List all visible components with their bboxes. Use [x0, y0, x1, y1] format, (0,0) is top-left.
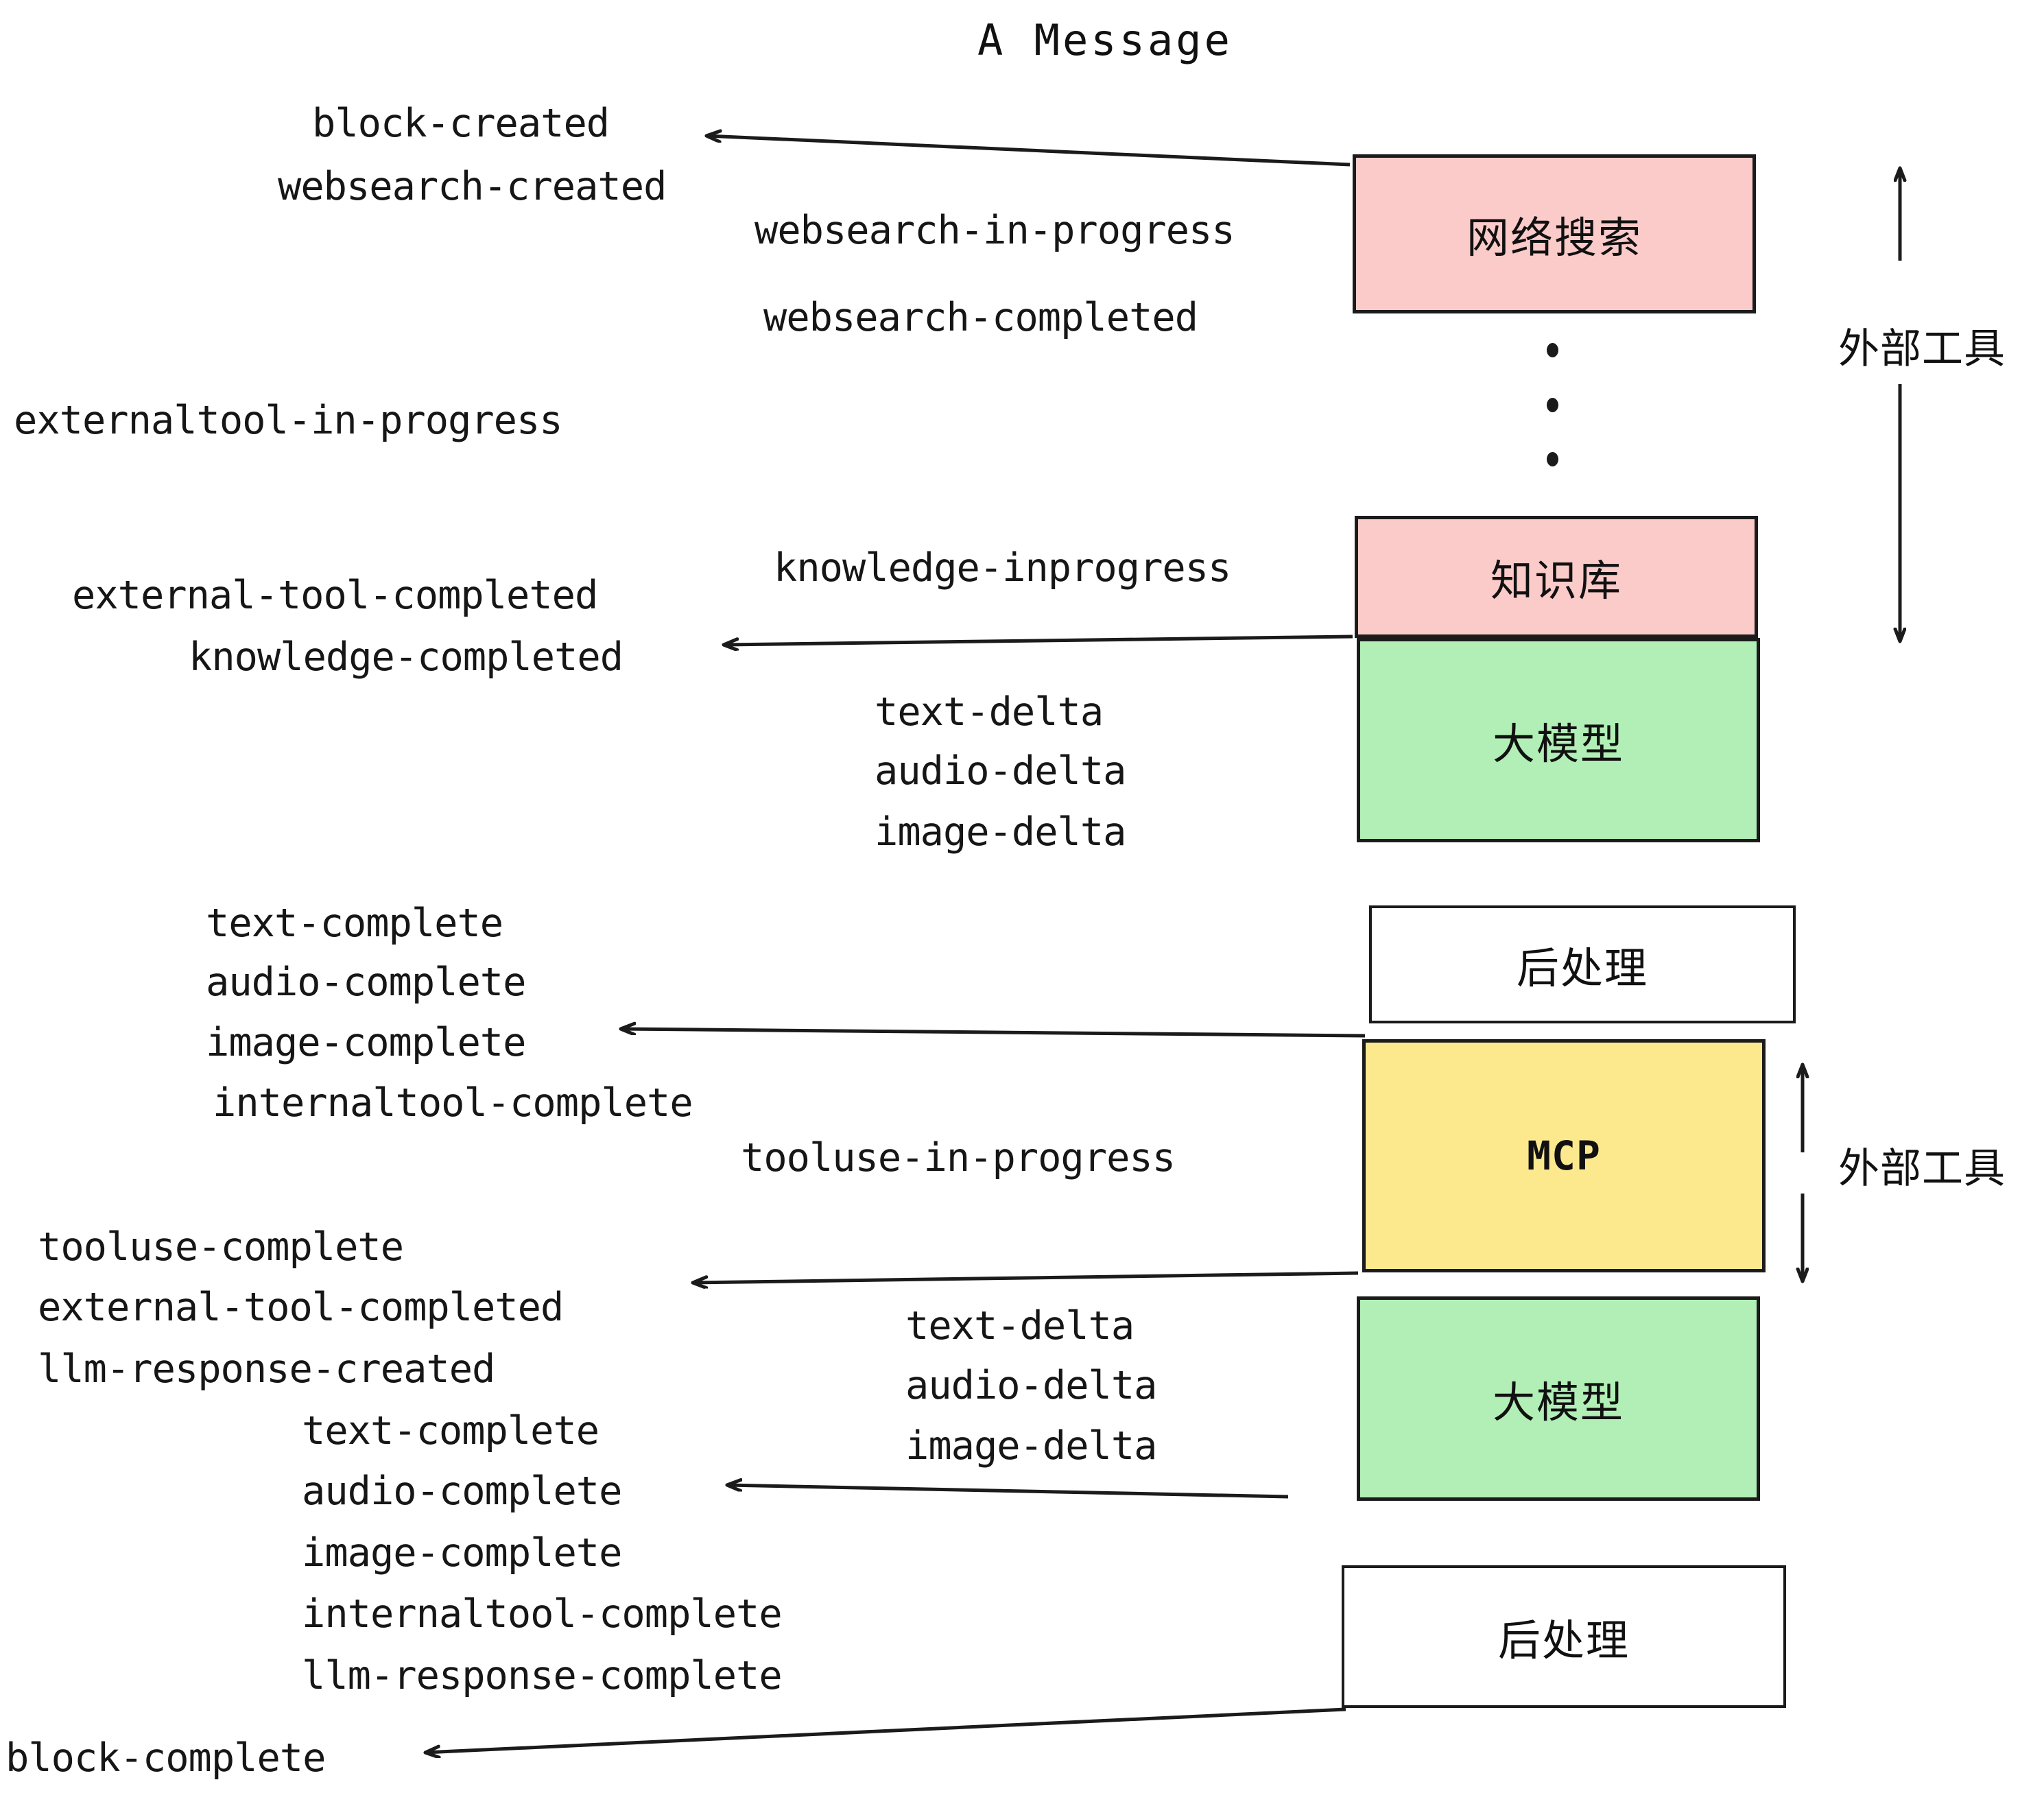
node-label-llm-1: 大模型: [1492, 719, 1624, 769]
event-label-text-delta-2: text-delta: [905, 1303, 1134, 1349]
arrow-block-created: [706, 136, 1351, 167]
event-label-externaltool-in-progress: externaltool-in-progress: [14, 398, 563, 443]
arrow-audio-complete: [727, 1485, 1289, 1499]
event-label-text-complete-1: text-complete: [206, 901, 503, 946]
side-label-external-tool-top: 外部工具: [1838, 325, 2006, 373]
event-label-image-delta-2: image-delta: [905, 1423, 1157, 1469]
event-label-image-complete-1: image-complete: [206, 1020, 526, 1065]
arrow-block-complete: [425, 1707, 1346, 1753]
event-label-text-complete-2: text-complete: [302, 1408, 599, 1453]
event-label-external-tool-completed-1: external-tool-completed: [72, 573, 598, 618]
event-label-audio-complete-1: audio-complete: [206, 960, 526, 1005]
event-label-internaltool-complete-1: internaltool-complete: [213, 1080, 693, 1126]
event-label-audio-delta-2: audio-delta: [905, 1363, 1157, 1408]
event-label-block-complete: block-complete: [5, 1735, 326, 1781]
node-websearch: 网络搜索: [1353, 154, 1756, 313]
page-title: A Message: [977, 15, 1233, 65]
node-llm-1: 大模型: [1357, 638, 1760, 842]
node-label-knowledge: 知识库: [1490, 556, 1622, 606]
node-label-llm-2: 大模型: [1492, 1377, 1624, 1427]
node-label-websearch: 网络搜索: [1466, 213, 1642, 263]
vertical-ellipsis-icon: [1547, 343, 1558, 466]
node-post-1: 后处理: [1369, 905, 1796, 1023]
event-label-text-delta-1: text-delta: [875, 689, 1104, 735]
event-label-internaltool-complete-2: internaltool-complete: [302, 1591, 783, 1637]
event-label-llm-response-complete: llm-response-complete: [302, 1653, 783, 1698]
event-label-websearch-completed: websearch-completed: [763, 295, 1198, 340]
event-label-knowledge-inprogress: knowledge-inprogress: [774, 545, 1231, 591]
event-label-image-delta-1: image-delta: [875, 809, 1126, 855]
event-label-knowledge-completed: knowledge-completed: [189, 634, 623, 680]
event-label-audio-complete-2: audio-complete: [302, 1469, 622, 1514]
ellipsis-dot: [1547, 397, 1558, 412]
arrow-tooluse-complete: [693, 1271, 1359, 1283]
node-post-2: 后处理: [1342, 1565, 1786, 1708]
node-knowledge: 知识库: [1355, 516, 1758, 638]
event-label-external-tool-completed-2: external-tool-completed: [38, 1285, 564, 1330]
event-label-tooluse-in-progress: tooluse-in-progress: [741, 1135, 1176, 1180]
event-label-audio-delta-1: audio-delta: [875, 748, 1126, 794]
arrow-image-complete: [621, 1029, 1366, 1038]
event-label-llm-response-created: llm-response-created: [38, 1346, 495, 1392]
side-label-external-tool-bottom: 外部工具: [1838, 1145, 2006, 1193]
node-mcp: MCP: [1362, 1039, 1766, 1272]
ellipsis-dot: [1547, 343, 1558, 357]
event-label-tooluse-complete: tooluse-complete: [38, 1224, 404, 1270]
ellipsis-dot: [1547, 452, 1558, 466]
node-label-post-2: 后处理: [1497, 1615, 1630, 1665]
node-label-mcp: MCP: [1527, 1132, 1601, 1179]
arrow-knowledge-completed: [724, 634, 1353, 645]
event-label-block-created: block-created: [312, 101, 610, 146]
node-label-post-1: 后处理: [1516, 943, 1648, 993]
node-llm-2: 大模型: [1357, 1296, 1760, 1501]
event-label-websearch-created: websearch-created: [278, 164, 667, 209]
event-label-image-complete-2: image-complete: [302, 1530, 622, 1576]
event-label-websearch-in-progress: websearch-in-progress: [754, 208, 1235, 253]
